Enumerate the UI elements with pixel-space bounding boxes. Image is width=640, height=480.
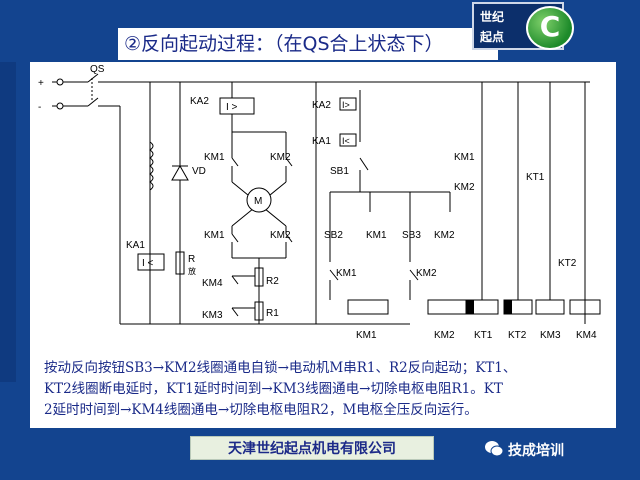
supply-minus-label: - [38,102,41,113]
ka2-label: KA2 [190,96,209,107]
kt-km1-label: KM1 [454,152,475,163]
motor-label: M [254,196,262,207]
sb3-label: SB3 [402,230,421,241]
km2-a-label: KM2 [270,152,291,163]
r-fang-sub-label: 放 [188,266,196,276]
ctrl-ka1-sym: I< [342,136,350,146]
sb1-label: SB1 [330,166,349,177]
description-line-1: 按动反向按钮SB3→KM2线圈通电自锁→电动机M串R1、R2反向起动；KT1、 [44,360,517,376]
km4-label: KM4 [202,278,223,289]
vd-label: VD [192,166,206,177]
coil-label-km1: KM1 [356,330,377,341]
description-line-2: KT2线圈断电延时，KT1延时时间到→KM3线圈通电→切除电枢电阻R1。KT [44,381,503,397]
sb2-label: SB2 [324,230,343,241]
ka1-coil-label: I < [142,258,154,269]
circuit-diagram: + - QS KA2 I > KM1 KM2 M KM1 KM2 VD KA1 … [30,62,616,352]
interlock-km1-label: KM1 [336,268,357,279]
supply-plus-label: + [38,78,44,89]
slide-title: ②反向起动过程：（在QS合上状态下） [118,28,498,60]
kt2-contact-label: KT2 [558,258,577,269]
interlock-km2-label: KM2 [416,268,437,279]
coil-label-km2: KM2 [434,330,455,341]
logo-badge-icon: C [526,6,574,50]
r1-label: R1 [266,308,279,319]
coil-label-kt1: KT1 [474,330,493,341]
logo-text-bottom: 起点 [480,30,505,44]
coil-label-km4: KM4 [576,330,597,341]
company-name-banner: 天津世纪起点机电有限公司 [190,436,434,460]
ctrl-ka2-sym: I> [342,100,350,110]
qs-label: QS [90,64,105,75]
logo-text-top: 世纪 [480,10,505,24]
watermark-text: 技成培训 [508,443,564,459]
km1-a-label: KM1 [204,152,225,163]
r-fang-label: R [188,254,195,265]
km3-label: KM3 [202,310,223,321]
r2-label: R2 [266,276,279,287]
description-line-3: 2延时时间到→KM4线圈通电→切除电枢电阻R2，M电枢全压反向运行。 [44,402,478,418]
left-rail [0,62,16,382]
kt-km2-label: KM2 [454,182,475,193]
sb3-km2-label: KM2 [434,230,455,241]
km2-b-label: KM2 [270,230,291,241]
coil-label-km3: KM3 [540,330,561,341]
kt1-contact-label: KT1 [526,172,545,183]
ctrl-ka1-label: KA1 [312,136,331,147]
wechat-icon [485,441,504,457]
ka1-label: KA1 [126,240,145,251]
circuit-svg: + - QS KA2 I > KM1 KM2 M KM1 KM2 VD KA1 … [38,64,601,341]
sb2-km1-label: KM1 [366,230,387,241]
ctrl-ka2-label: KA2 [312,100,331,111]
coil-label-kt2: KT2 [508,330,527,341]
process-description: 按动反向按钮SB3→KM2线圈通电自锁→电动机M串R1、R2反向起动；KT1、 … [30,352,616,428]
km1-b-label: KM1 [204,230,225,241]
ka2-coil-label: I > [226,102,238,113]
